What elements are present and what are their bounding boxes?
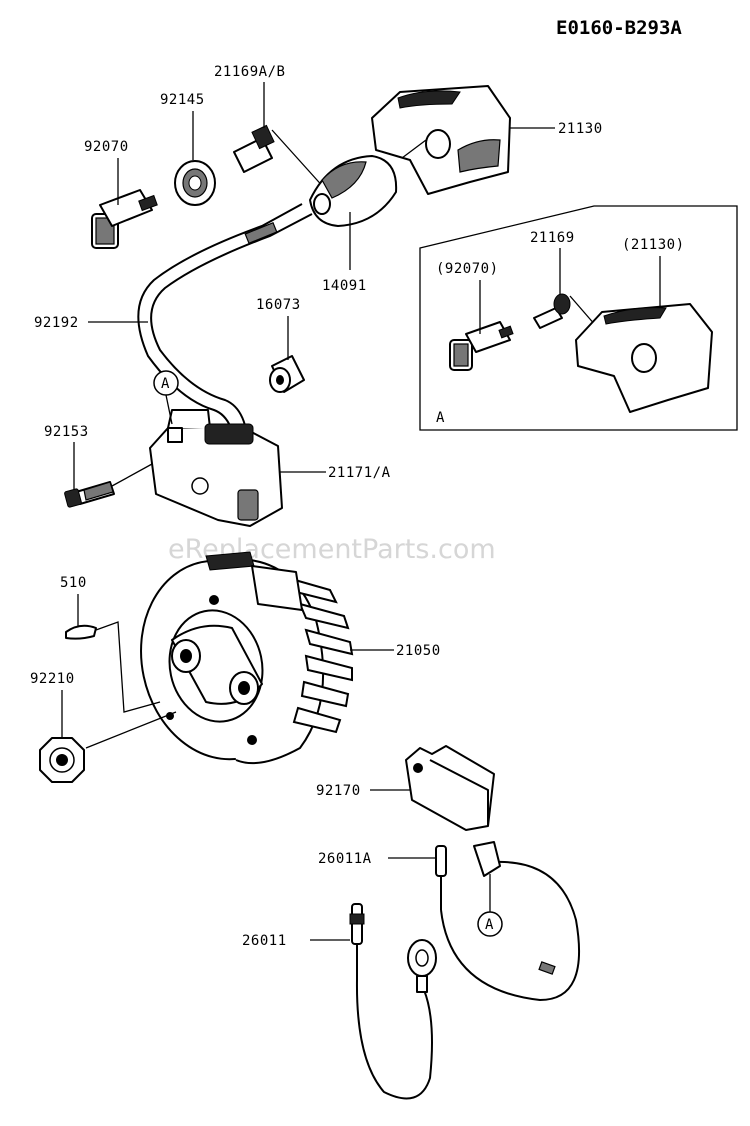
leader-21169-link (271, 129, 327, 191)
rubber-ring[interactable] (174, 160, 216, 206)
label-92210: 92210 (30, 671, 75, 687)
lead-wire-a[interactable] (435, 841, 580, 1002)
spark-terminal[interactable] (233, 124, 275, 173)
label-21130: 21130 (558, 121, 603, 137)
label-inset-92070: (92070) (436, 261, 499, 277)
flywheel[interactable] (123, 546, 354, 775)
wire-clip[interactable] (405, 745, 495, 831)
svg-text:A: A (161, 376, 170, 392)
label-21050: 21050 (396, 643, 441, 659)
marker-a-coil: A (153, 370, 179, 425)
spark-plug[interactable] (91, 189, 158, 249)
label-92070: 92070 (84, 139, 129, 155)
plug-boot[interactable] (309, 155, 398, 227)
label-92170: 92170 (316, 783, 361, 799)
leader-cover-link (401, 139, 427, 159)
inset-spark-plug[interactable] (449, 321, 514, 371)
woodruff-key[interactable] (65, 624, 97, 640)
label-26011: 26011 (242, 933, 287, 949)
label-inset-21169: 21169 (530, 230, 575, 246)
flywheel-nut[interactable] (39, 737, 85, 783)
label-92192: 92192 (34, 315, 79, 331)
label-92145: 92145 (160, 92, 205, 108)
marker-a-wire: A (477, 874, 503, 937)
inset-terminal[interactable] (533, 293, 571, 329)
label-inset-21130: (21130) (622, 237, 685, 253)
label-14091: 14091 (322, 278, 367, 294)
svg-text:A: A (485, 917, 494, 933)
leader-inset-link (569, 295, 597, 327)
ground-wire[interactable] (349, 903, 437, 1100)
ignition-coil[interactable] (149, 409, 283, 527)
leader-key-link (95, 621, 161, 713)
diagram-code: E0160-B293A (556, 17, 682, 39)
plug-cover[interactable] (371, 85, 511, 195)
inset-variant-a: A (92070) 21169 (21130) (419, 205, 738, 431)
label-26011a: 26011A (318, 851, 372, 867)
label-510: 510 (60, 575, 87, 591)
ignition-lead[interactable] (137, 203, 313, 463)
leader-bolt-link (111, 463, 153, 487)
label-92153: 92153 (44, 424, 89, 440)
label-21171a: 21171/A (328, 465, 391, 481)
inset-plug-cover[interactable] (575, 303, 713, 413)
label-21169ab: 21169A/B (214, 64, 285, 80)
bolt[interactable] (64, 481, 115, 508)
label-16073: 16073 (256, 297, 301, 313)
leader-nut-link (85, 711, 177, 749)
spacer[interactable] (269, 355, 305, 393)
inset-label-a: A (436, 410, 445, 426)
